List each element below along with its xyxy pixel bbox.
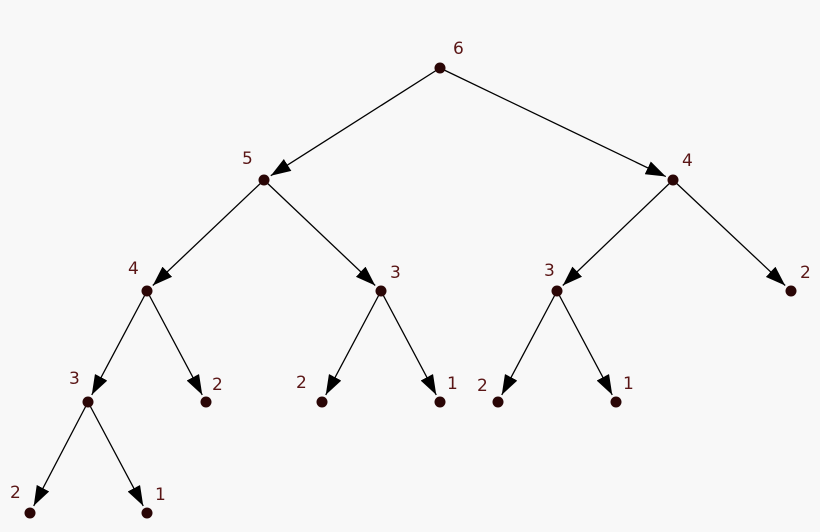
node-n5 <box>258 174 270 186</box>
node-label-n1c: 1 <box>155 485 166 505</box>
edge-n3a-n1a <box>380 290 437 396</box>
node-label-n2a: 2 <box>212 375 223 395</box>
node-n3b <box>551 285 563 297</box>
edge-n3b-n1b <box>556 290 613 396</box>
edge-n6-n4r <box>439 67 667 178</box>
node-n2r <box>785 285 797 297</box>
node-label-n5: 5 <box>242 149 253 169</box>
edge-n4l-n3c <box>91 290 148 396</box>
edge-n5-n3a <box>263 179 376 286</box>
node-n3a <box>375 285 387 297</box>
node-label-n3c: 3 <box>69 369 80 389</box>
node-label-n3b: 3 <box>544 261 555 281</box>
node-label-n2d: 2 <box>10 483 21 503</box>
node-n2a <box>200 396 212 408</box>
node-label-n1a: 1 <box>447 374 458 394</box>
node-n3c <box>82 396 94 408</box>
node-label-n6: 6 <box>453 39 464 59</box>
edge-n3b-n2c <box>501 290 558 396</box>
node-n1c <box>141 507 153 519</box>
node-label-n1b: 1 <box>623 374 634 394</box>
edge-n3c-n2d <box>33 401 89 507</box>
edge-n4r-n2r <box>672 179 786 286</box>
node-n2c <box>492 396 504 408</box>
node-n2b <box>316 396 328 408</box>
node-n1a <box>434 396 446 408</box>
node-n2d <box>24 507 36 519</box>
node-n4l <box>141 285 153 297</box>
edge-n4l-n2a <box>146 290 203 396</box>
edge-n3a-n2b <box>325 290 382 396</box>
node-label-n4r: 4 <box>682 151 693 171</box>
edge-n4r-n3b <box>562 179 674 286</box>
node-label-n2r: 2 <box>800 263 811 283</box>
edge-n6-n5 <box>270 67 441 177</box>
node-label-n3a: 3 <box>390 263 401 283</box>
edge-n3c-n1c <box>87 401 144 507</box>
node-n4r <box>667 174 679 186</box>
node-label-n2c: 2 <box>477 376 488 396</box>
node-label-n4l: 4 <box>128 259 139 279</box>
node-n1b <box>610 396 622 408</box>
node-n6 <box>434 62 446 74</box>
edge-n5-n4l <box>152 179 265 286</box>
node-label-n2b: 2 <box>296 373 307 393</box>
